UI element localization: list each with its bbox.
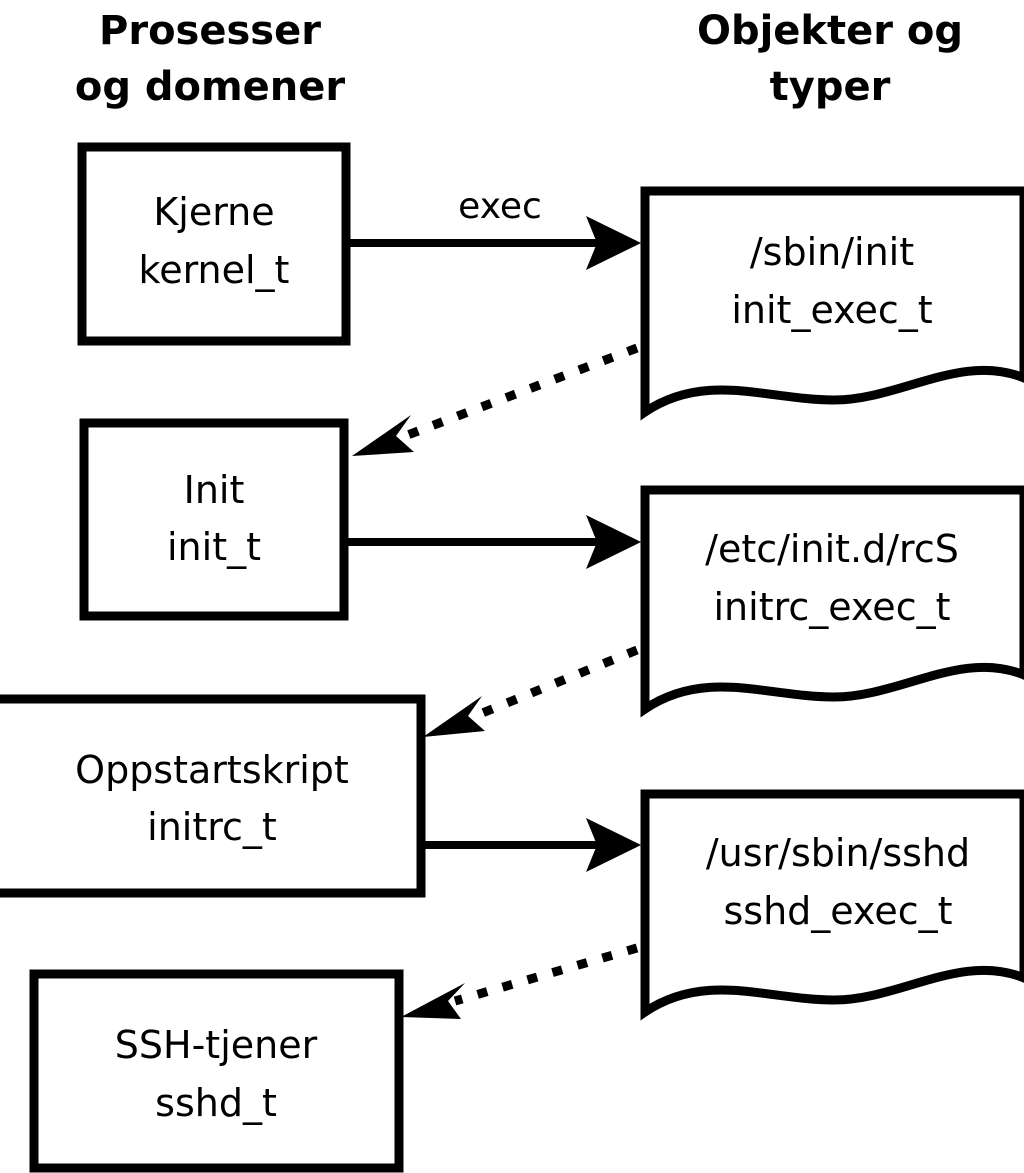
node-initrc-line2: initrc_t — [147, 805, 277, 849]
node-sshd-box[interactable] — [29, 969, 404, 1173]
node-initrc-exec-doc-shape[interactable] — [640, 485, 1024, 718]
edge-init-execs-initrc-arrowhead — [586, 515, 641, 569]
edge-kernel-execs-init-arrowhead — [586, 216, 641, 270]
node-init-line2: init_t — [167, 525, 261, 569]
node-sshd-line1: SSH-tjener — [115, 1023, 318, 1067]
node-init[interactable]: Init init_t — [79, 418, 349, 621]
node-initrc-line1: Oppstartskript — [75, 748, 349, 792]
edge-initrc-execs-sshd — [425, 818, 641, 872]
column-header-objects-line1: Objekter og — [697, 8, 963, 54]
edge-kernel-execs-init: exec — [350, 186, 641, 270]
node-initrc-exec-line1: /etc/init.d/rcS — [705, 527, 959, 571]
edge-init-execs-initrc — [348, 515, 641, 569]
edge-init-exec-to-init-line — [403, 343, 639, 441]
node-initrc-box[interactable] — [0, 694, 426, 898]
edge-init-exec-to-init-arrowhead — [352, 415, 414, 456]
node-initrc-exec-line2: initrc_exec_t — [714, 585, 951, 629]
edge-init-exec-to-init — [352, 343, 639, 456]
node-kernel-line1: Kjerne — [153, 190, 274, 234]
node-kernel-box[interactable] — [77, 142, 351, 346]
node-sshd[interactable]: SSH-tjener sshd_t — [29, 969, 404, 1173]
node-sshd-exec-doc-shape[interactable] — [640, 789, 1024, 1021]
column-header-objects-line2: typer — [770, 64, 891, 110]
node-init-exec-doc-shape[interactable] — [640, 186, 1024, 421]
edge-label-exec: exec — [458, 186, 542, 227]
node-kernel[interactable]: Kjerne kernel_t — [77, 142, 351, 346]
edge-sshd-exec-to-sshd-line — [453, 943, 639, 1006]
node-init-box[interactable] — [79, 418, 349, 621]
node-init-exec[interactable]: /sbin/init init_exec_t — [640, 186, 1024, 421]
column-header-processes-line2: og domener — [75, 64, 346, 110]
edge-sshd-exec-to-sshd-arrowhead — [401, 983, 465, 1019]
edge-initrc-exec-to-initrc-line — [473, 645, 639, 721]
edge-initrc-exec-to-initrc — [423, 645, 639, 737]
edge-sshd-exec-to-sshd — [401, 943, 639, 1019]
node-sshd-line2: sshd_t — [155, 1081, 277, 1125]
column-header-processes: Prosesser og domener — [75, 8, 346, 110]
node-initrc[interactable]: Oppstartskript initrc_t — [0, 694, 426, 898]
node-init-line1: Init — [184, 468, 245, 512]
node-initrc-exec[interactable]: /etc/init.d/rcS initrc_exec_t — [640, 485, 1024, 718]
node-sshd-exec-line1: /usr/sbin/sshd — [706, 831, 970, 875]
edge-initrc-execs-sshd-arrowhead — [586, 818, 641, 872]
column-header-processes-line1: Prosesser — [99, 8, 321, 54]
node-init-exec-line1: /sbin/init — [750, 230, 914, 274]
node-sshd-exec[interactable]: /usr/sbin/sshd sshd_exec_t — [640, 789, 1024, 1021]
node-sshd-exec-line2: sshd_exec_t — [723, 889, 952, 933]
node-init-exec-line2: init_exec_t — [731, 288, 932, 332]
node-kernel-line2: kernel_t — [139, 248, 290, 292]
edge-initrc-exec-to-initrc-arrowhead — [423, 696, 485, 737]
column-header-objects: Objekter og typer — [697, 8, 963, 110]
